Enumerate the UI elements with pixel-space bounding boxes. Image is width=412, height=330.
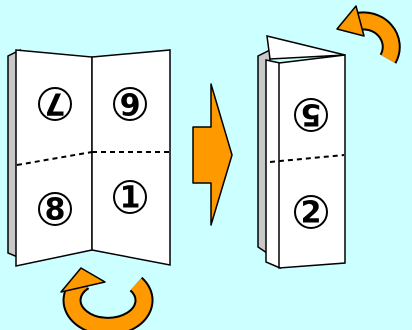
- curved-arrow-rotate-icon: [60, 267, 154, 330]
- page-number-5: 5: [294, 97, 328, 132]
- left-sheet-fold-line-left: [16, 151, 93, 166]
- right-sheet-front-panel: [278, 54, 346, 269]
- right-sheet-top-flap: [266, 35, 346, 60]
- page-number-6-label: 6: [120, 86, 141, 121]
- page-number-1: 1: [113, 180, 147, 216]
- page-number-5-label: 5: [301, 97, 322, 132]
- page-number-8-label: 8: [45, 193, 66, 228]
- page-number-2-label: 2: [301, 196, 322, 231]
- page-number-6: 6: [113, 86, 147, 121]
- left-folded-sheet: 7 6 8 1: [7, 48, 171, 267]
- right-arrow-icon: [192, 83, 233, 226]
- left-sheet-right-panel: [91, 49, 171, 266]
- right-sheet-fold-line: [269, 154, 345, 163]
- right-folded-sheet: 5 2: [257, 35, 346, 270]
- page-number-2: 2: [294, 195, 328, 231]
- curved-arrow-rotate-icon-top: [336, 5, 401, 64]
- right-sheet-side-panel: [265, 59, 281, 270]
- page-number-7: 7: [38, 86, 72, 121]
- page-number-8: 8: [38, 192, 72, 228]
- page-number-1-label: 1: [120, 181, 141, 216]
- page-number-7-label: 7: [45, 86, 66, 121]
